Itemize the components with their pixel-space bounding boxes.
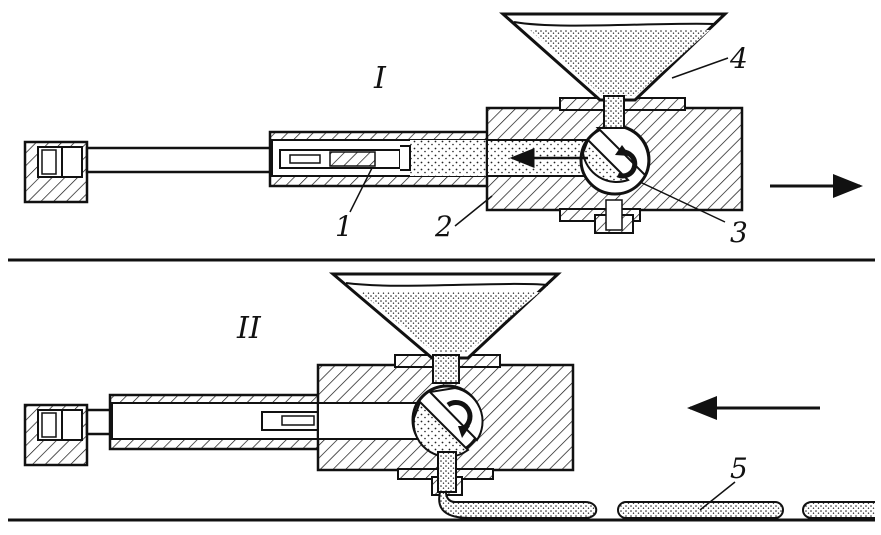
stage-one-hopper <box>499 12 729 129</box>
leader-line-3 <box>639 181 726 223</box>
stage-two: II 5 <box>8 272 875 522</box>
stage-one-rotary-valve <box>579 124 651 196</box>
stage-two-label: II <box>236 311 262 346</box>
leader-line-4 <box>671 57 729 79</box>
leader-line-1 <box>349 167 373 213</box>
leader-line-5 <box>699 481 736 511</box>
label-2: 2 <box>434 210 453 243</box>
label-3: 3 <box>730 216 748 249</box>
label-5: 5 <box>730 452 748 485</box>
extruded-pieces <box>438 491 875 519</box>
stage-one: I 1 2 3 4 <box>23 12 863 249</box>
label-4: 4 <box>729 42 748 75</box>
stage-one-label: I <box>373 61 387 96</box>
stage-two-drive-block <box>23 403 89 467</box>
stage-two-hopper <box>328 272 562 384</box>
stage-two-rotary-valve <box>411 384 484 493</box>
leader-line-2 <box>454 195 493 227</box>
stage-one-drive-block <box>23 140 89 204</box>
stage-one-piston-rod <box>85 146 274 174</box>
label-1: 1 <box>335 210 353 243</box>
